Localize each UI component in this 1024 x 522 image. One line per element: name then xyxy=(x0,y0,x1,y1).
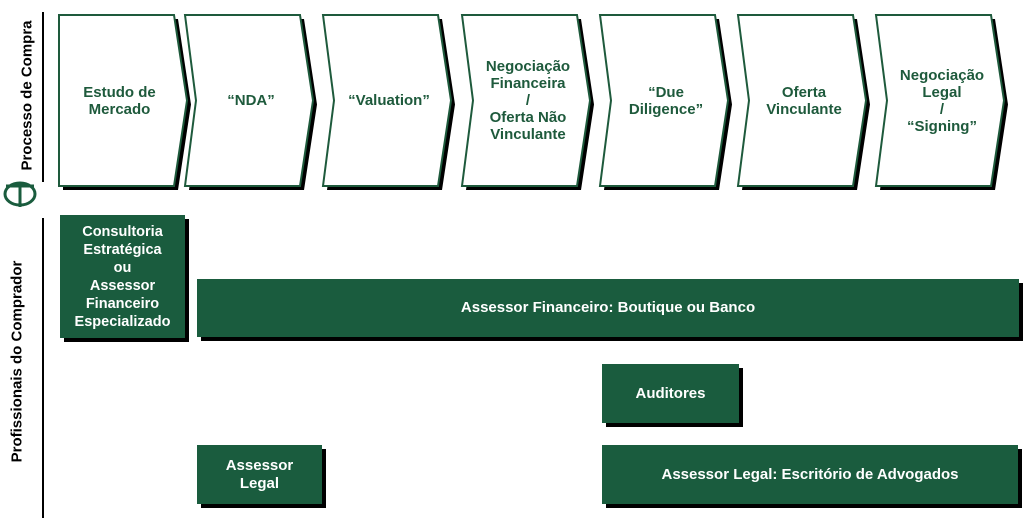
process-step-label: Negociação Legal / “Signing” xyxy=(899,66,985,135)
process-step-chevron xyxy=(736,14,868,187)
process-step-label: Oferta Vinculante xyxy=(766,83,842,118)
assessor-financeiro-bar: Assessor Financeiro: Boutique ou Banco xyxy=(197,279,1019,337)
process-step-chevron xyxy=(874,14,1006,187)
bottom-divider-line xyxy=(42,218,44,518)
logo-icon xyxy=(3,181,37,207)
top-divider-line xyxy=(42,12,44,182)
professionals-label: Profissionais do Comprador xyxy=(8,260,26,463)
process-step-label: Negociação Financeira / Oferta Não Vincu… xyxy=(485,58,571,143)
process-step-label: “Valuation” xyxy=(348,92,430,109)
process-step-label: “NDA” xyxy=(227,92,275,109)
process-step-label: “Due Diligence” xyxy=(628,83,704,118)
process-step-chevron xyxy=(598,14,730,187)
process-step-label: Estudo de Mercado xyxy=(83,83,156,118)
process-step-chevron xyxy=(58,14,189,187)
assessor-legal-escritorio-bar: Assessor Legal: Escritório de Advogados xyxy=(602,445,1018,504)
consultoria-box: Consultoria Estratégica ou Assessor Fina… xyxy=(60,215,185,338)
process-step-chevron xyxy=(460,14,592,187)
process-step-chevron xyxy=(183,14,315,187)
assessor-legal-box: Assessor Legal xyxy=(197,445,322,504)
process-step-chevron xyxy=(321,14,453,187)
auditores-box: Auditores xyxy=(602,364,739,423)
process-chevrons xyxy=(58,14,1008,190)
